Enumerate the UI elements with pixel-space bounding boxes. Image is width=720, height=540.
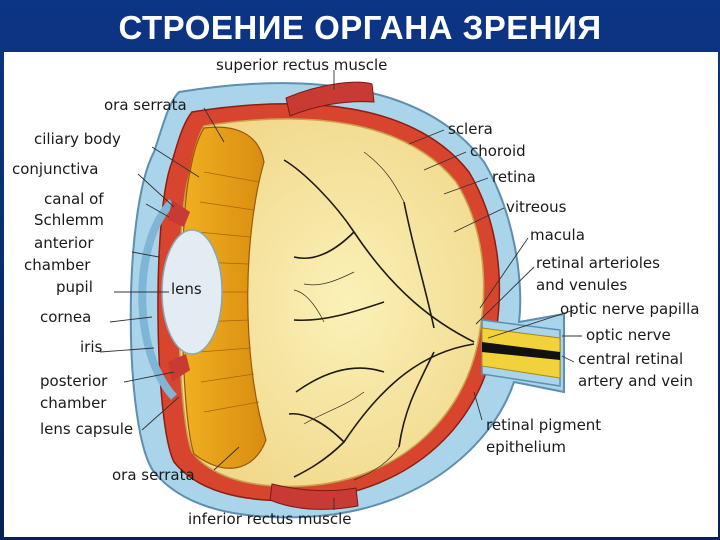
label-choroid: choroid [470,142,526,160]
label-sclera: sclera [448,120,493,138]
leader-lines [99,70,582,510]
label-lens: lens [171,280,202,298]
label-pupil: pupil [56,278,93,296]
label-retinal-pigment: retinal pigment [486,416,601,434]
label-optic-nerve-papilla: optic nerve papilla [560,300,699,318]
eye-diagram: superior rectus muscle ora serrata cilia… [12,56,699,528]
label-schlemm: Schlemm [34,211,104,229]
label-inferior-rectus: inferior rectus muscle [188,510,352,528]
label-chamber2: chamber [40,394,107,412]
label-canal-of: canal of [44,190,104,208]
ciliary-body [181,126,267,469]
label-anterior: anterior [34,234,94,252]
inferior-rectus-muscle [269,483,359,510]
diagram-panel: superior rectus muscle ora serrata cilia… [4,52,718,537]
label-cornea: cornea [40,308,91,326]
label-conjunctiva: conjunctiva [12,160,98,178]
label-optic-nerve: optic nerve [586,326,671,344]
label-chamber: chamber [24,256,91,274]
label-superior-rectus: superior rectus muscle [216,56,387,74]
cornea [138,199,177,400]
small-vessels [293,151,405,481]
label-epithelium: epithelium [486,438,566,456]
superior-rectus-muscle [285,81,375,117]
label-macula: macula [530,226,585,244]
iris-lower [168,354,190,382]
label-artery-and-vein: artery and vein [578,372,693,390]
label-posterior: posterior [40,372,108,390]
slide-title: СТРОЕНИЕ ОРГАНА ЗРЕНИЯ [118,9,602,46]
optic-nerve [481,319,561,387]
label-ora-serrata-bottom: ora serrata [112,466,195,484]
retinal-vessels [283,159,475,478]
label-iris: iris [80,338,103,356]
label-retinal-arterioles: retinal arterioles [536,254,660,272]
label-retina: retina [492,168,536,186]
label-lens-capsule: lens capsule [40,420,133,438]
label-and-venules: and venules [536,276,628,294]
label-ora-serrata-top: ora serrata [104,96,187,114]
label-vitreous: vitreous [506,198,567,216]
label-central-retinal: central retinal [578,350,683,368]
label-ciliary-body: ciliary body [34,130,121,148]
